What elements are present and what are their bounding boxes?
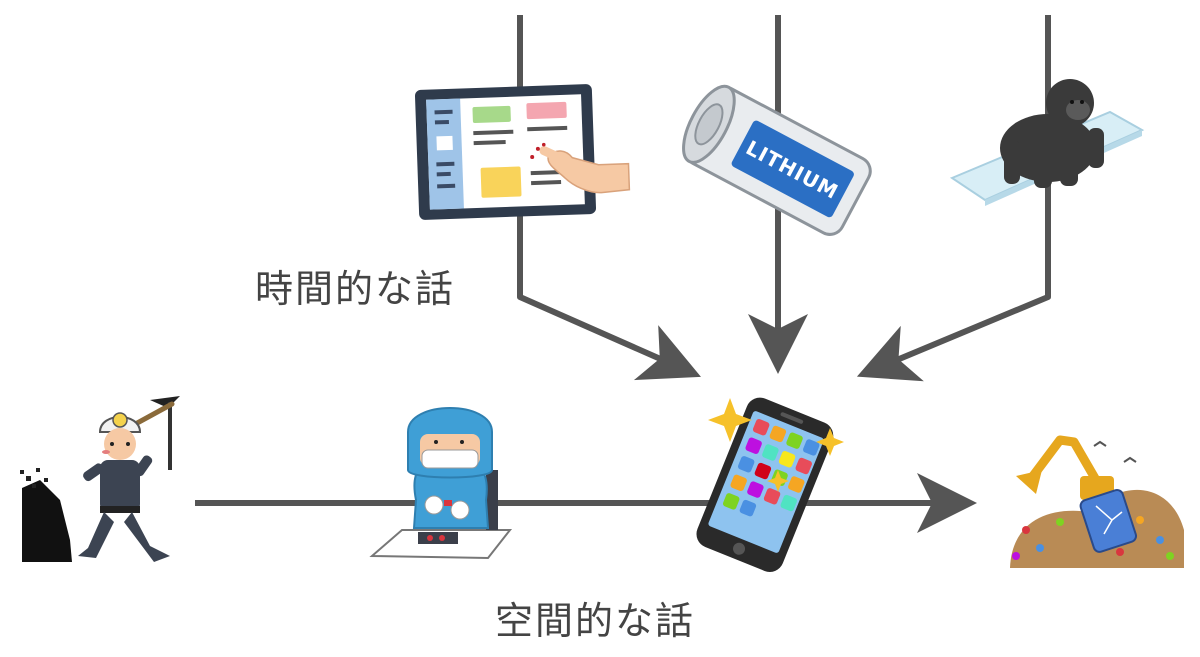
tablet-icon [414, 84, 631, 220]
factory-worker-icon [369, 407, 513, 560]
label-spatial: 空間的な話 [495, 599, 696, 643]
smartphone-icon [696, 397, 834, 572]
sparkle-icons [708, 398, 844, 492]
label-temporal: 時間的な話 [255, 267, 456, 311]
lithium-battery-icon: LITHIUM [682, 84, 872, 236]
gorilla-on-glass-icon [949, 79, 1145, 206]
landfill-excavator-icon [1010, 435, 1184, 568]
miner-icon [20, 396, 180, 562]
line-from-gorilla [856, 15, 1051, 382]
